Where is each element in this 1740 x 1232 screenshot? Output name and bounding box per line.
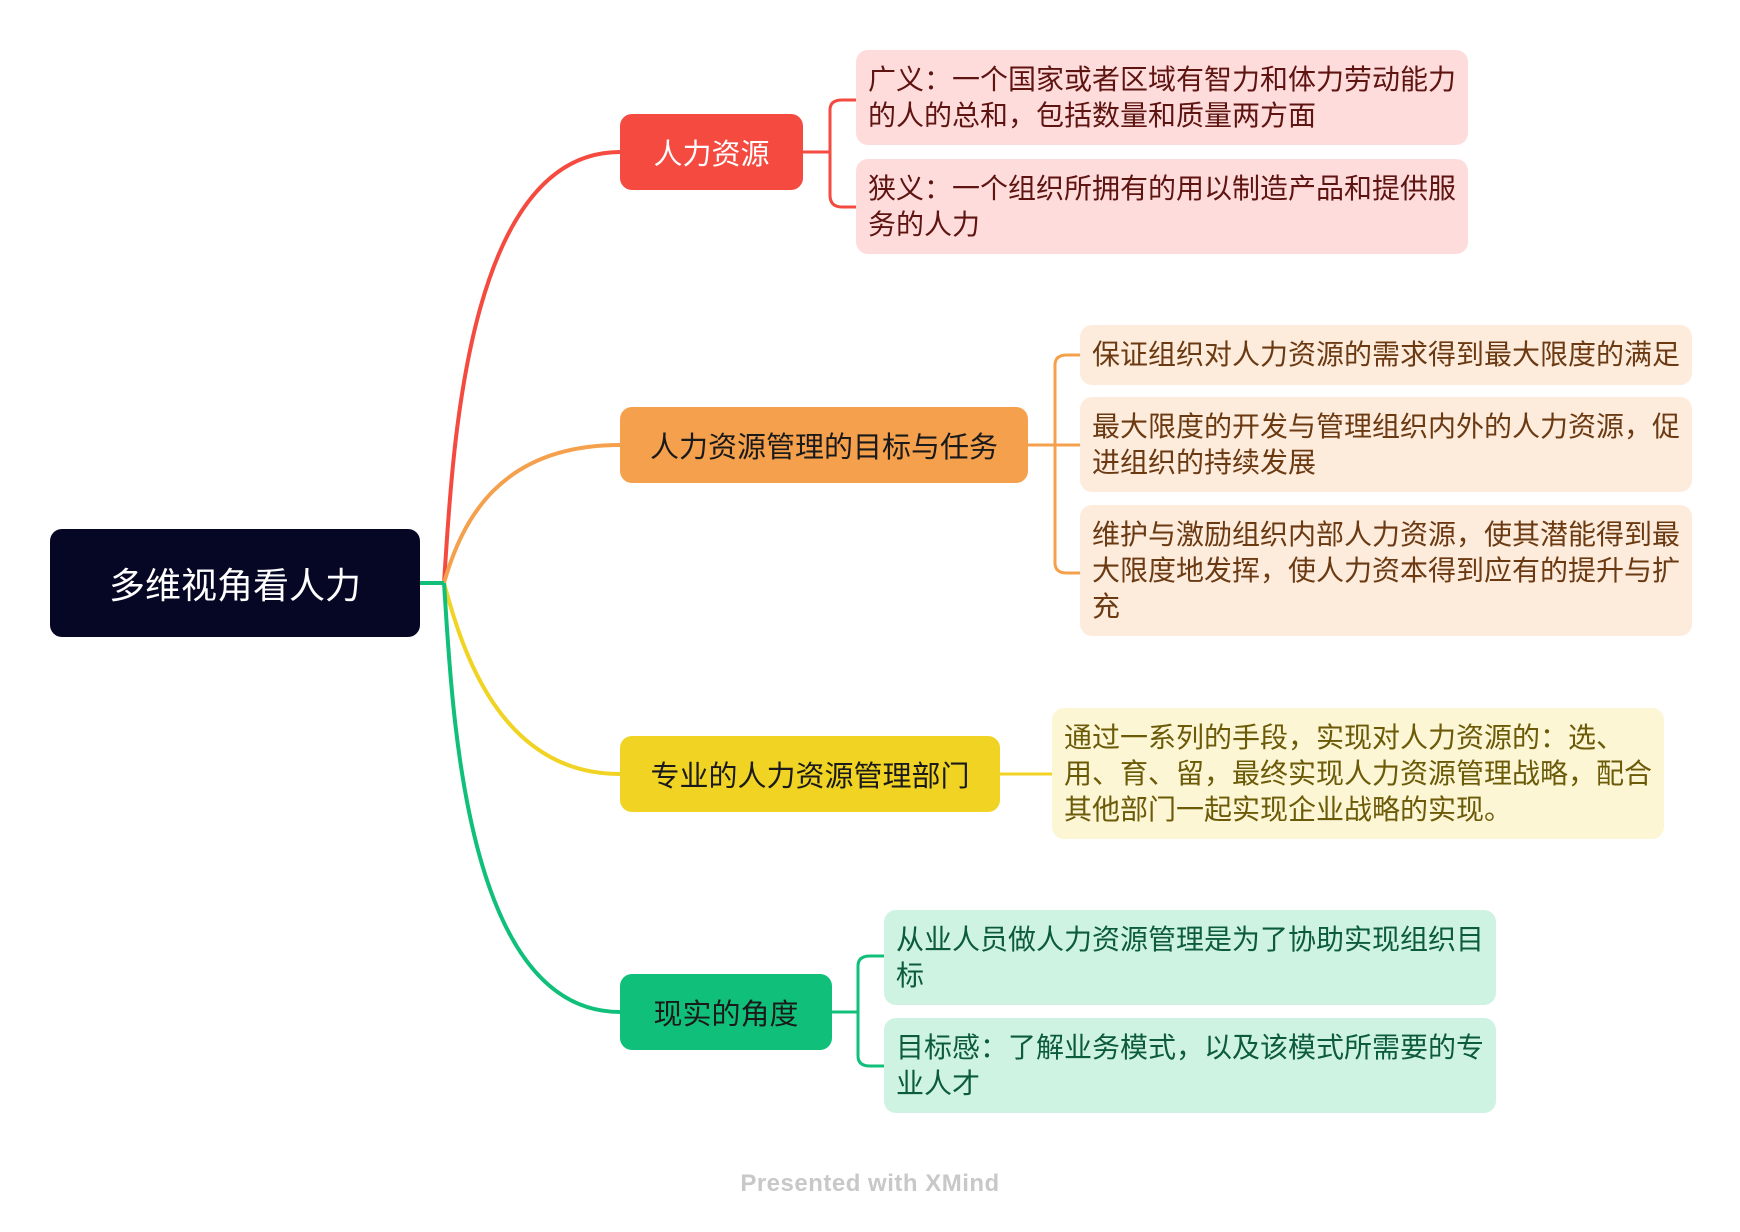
leaf-topic-label: 广义：一个国家或者区域有智力和体力劳动能力的人的总和，包括数量和质量两方面 — [868, 63, 1457, 132]
leaf-topic-3-1[interactable]: 目标感：了解业务模式，以及该模式所需要的专业人才 — [884, 1018, 1496, 1113]
leaf-topic-0-1[interactable]: 狭义：一个组织所拥有的用以制造产品和提供服务的人力 — [856, 159, 1468, 254]
branch-topic-label: 人力资源管理的目标与任务 — [649, 430, 998, 464]
branch-topic-label: 专业的人力资源管理部门 — [650, 759, 970, 793]
connector-b0-leaves — [803, 98, 856, 209]
leaf-topic-label: 维护与激励组织内部人力资源，使其潜能得到最大限度地发挥，使人力资本得到应有的提升… — [1092, 518, 1681, 623]
leaf-topic-label: 狭义：一个组织所拥有的用以制造产品和提供服务的人力 — [868, 172, 1457, 241]
leaf-topic-0-0[interactable]: 广义：一个国家或者区域有智力和体力劳动能力的人的总和，包括数量和质量两方面 — [856, 50, 1468, 145]
leaf-topic-2-0[interactable]: 通过一系列的手段，实现对人力资源的：选、用、育、留，最终实现人力资源管理战略，配… — [1052, 708, 1664, 839]
branch-topic-3[interactable]: 现实的角度 — [620, 974, 832, 1050]
branch-topic-2[interactable]: 专业的人力资源管理部门 — [620, 736, 1000, 812]
leaf-topic-1-1[interactable]: 最大限度的开发与管理组织内外的人力资源，促进组织的持续发展 — [1080, 397, 1692, 492]
connector-root-b3 — [442, 582, 621, 1014]
branch-topic-label: 现实的角度 — [653, 997, 799, 1031]
leaf-topic-label: 最大限度的开发与管理组织内外的人力资源，促进组织的持续发展 — [1092, 410, 1681, 479]
root-topic[interactable]: 多维视角看人力 — [50, 529, 420, 637]
connector-root-b0 — [442, 150, 621, 584]
leaf-topic-3-0[interactable]: 从业人员做人力资源管理是为了协助实现组织目标 — [884, 910, 1496, 1005]
branch-topic-label: 人力资源 — [653, 137, 770, 171]
connector-b1-leaves — [1028, 353, 1080, 575]
branch-topic-1[interactable]: 人力资源管理的目标与任务 — [620, 407, 1028, 483]
leaf-topic-1-2[interactable]: 维护与激励组织内部人力资源，使其潜能得到最大限度地发挥，使人力资本得到应有的提升… — [1080, 505, 1692, 636]
leaf-topic-label: 通过一系列的手段，实现对人力资源的：选、用、育、留，最终实现人力资源管理战略，配… — [1064, 721, 1653, 826]
leaf-topic-label: 从业人员做人力资源管理是为了协助实现组织目标 — [896, 923, 1485, 992]
root-topic-label: 多维视角看人力 — [108, 566, 361, 607]
leaf-topic-1-0[interactable]: 保证组织对人力资源的需求得到最大限度的满足 — [1080, 325, 1692, 385]
connector-b3-leaves — [832, 954, 884, 1068]
leaf-topic-label: 保证组织对人力资源的需求得到最大限度的满足 — [1092, 338, 1681, 371]
leaf-topic-label: 目标感：了解业务模式，以及该模式所需要的专业人才 — [896, 1031, 1485, 1100]
xmind-watermark: Presented with XMind — [740, 1170, 1000, 1197]
connector-root-b1 — [442, 443, 621, 584]
branch-topic-0[interactable]: 人力资源 — [620, 114, 803, 190]
connector-root-b2 — [442, 582, 621, 776]
